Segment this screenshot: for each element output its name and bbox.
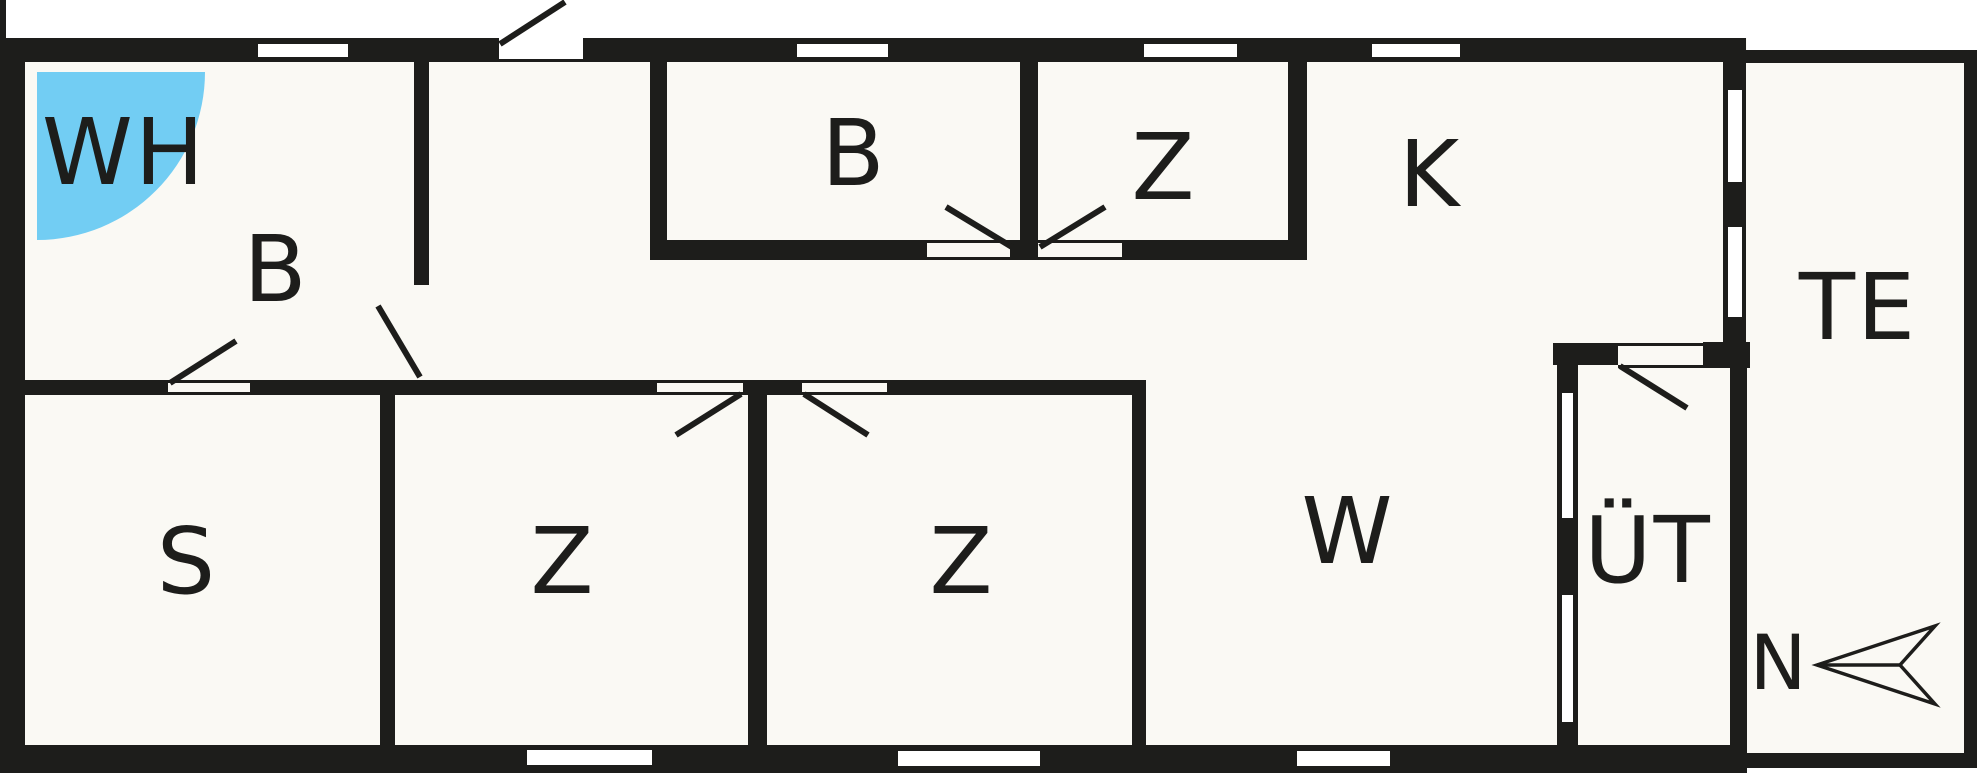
room-label-bedroom-right: Z (929, 508, 995, 615)
door-sill-zl-2 (657, 392, 743, 395)
wall-hall-south-b (250, 380, 657, 395)
door-sill-bath-2 (927, 257, 1010, 260)
window-top-kitchen (1372, 44, 1460, 57)
window-right-kitchen-1 (1728, 90, 1742, 182)
room-label-ut: ÜT (1584, 497, 1712, 604)
window-top-bedroom (1144, 44, 1237, 57)
wall-hall-south-tee (743, 380, 802, 395)
wall-hall-south-a (25, 380, 168, 395)
room-label-entry-b: B (243, 216, 309, 323)
wall-te-bottom (1747, 753, 1977, 768)
door-swing-bedroom-left (674, 391, 743, 438)
wall-hall-north-stub (1010, 240, 1038, 260)
wall-s-z-divider (380, 395, 395, 745)
room-label-te: TE (1798, 254, 1918, 361)
wall-left (0, 38, 25, 773)
wall-right-corner-block (1703, 342, 1750, 368)
window-bottom-z-left (527, 750, 652, 765)
wall-hall-south-c (887, 380, 1146, 395)
window-w-ut-1 (1562, 393, 1573, 518)
wall-hall-north-a (650, 240, 927, 260)
wall-bath-left (650, 62, 667, 243)
wall-te-right (1964, 50, 1977, 768)
room-label-s: S (156, 508, 218, 615)
window-bottom-w (1297, 751, 1390, 766)
door-swing-s-room (168, 338, 238, 386)
room-label-wh: WH (41, 99, 207, 206)
door-sill-zr-1 (802, 380, 887, 383)
window-bottom-z-right (898, 751, 1040, 766)
room-label-kitchen: K (1398, 121, 1462, 228)
window-top-bath (797, 44, 888, 57)
room-label-bath-b: B (821, 100, 887, 207)
wall-entry-divider (414, 62, 429, 285)
door-sill-zt-1 (1038, 240, 1122, 243)
wall-bedroom-right-east (1132, 380, 1146, 745)
window-top-wh (258, 44, 348, 57)
wall-ut-te (1730, 368, 1747, 753)
wall-z-z-divider (748, 395, 767, 745)
compass-label-n: N (1749, 618, 1809, 707)
door-swing-ut (1618, 363, 1689, 411)
wall-te-top (1746, 50, 1976, 63)
floor-terrace (1746, 50, 1977, 768)
door-sill-s-1 (168, 380, 250, 383)
door-swing-bedroom-right (802, 391, 870, 438)
wall-w-ut-top-block (1553, 343, 1618, 365)
window-w-ut-2 (1562, 595, 1573, 722)
floor-main (0, 38, 1747, 773)
window-right-kitchen-2 (1728, 227, 1742, 317)
room-label-w: W (1301, 478, 1395, 585)
wh-door-arc (37, 72, 205, 240)
north-arrow-icon (1811, 622, 1941, 708)
room-label-bedroom-left: Z (530, 508, 596, 615)
door-swing-entrance (498, 0, 567, 47)
room-label-bedroom-top: Z (1131, 114, 1197, 221)
door-sill-zl-1 (657, 380, 743, 383)
door-sill-s-2 (168, 392, 250, 395)
door-sill-bath-1 (927, 240, 1010, 243)
door-swing-bedroom-top (1038, 204, 1107, 250)
door-sill-zt-2 (1038, 257, 1122, 260)
wall-bottom-main (0, 745, 1747, 773)
door-sill-entrance (499, 59, 583, 62)
wall-left-edge-sliver (0, 0, 6, 38)
wall-hall-north-b (1122, 240, 1307, 260)
door-sill-ut-1 (1618, 343, 1703, 346)
door-sill-zr-2 (802, 392, 887, 395)
door-sill-ut-2 (1618, 365, 1703, 368)
wall-bath-bedroom-divider (1020, 62, 1038, 240)
door-swing-bath (944, 204, 1014, 250)
wall-bedroom-top-right (1288, 62, 1307, 258)
door-swing-entry-room (375, 304, 423, 379)
door-opening-entrance (499, 38, 583, 62)
